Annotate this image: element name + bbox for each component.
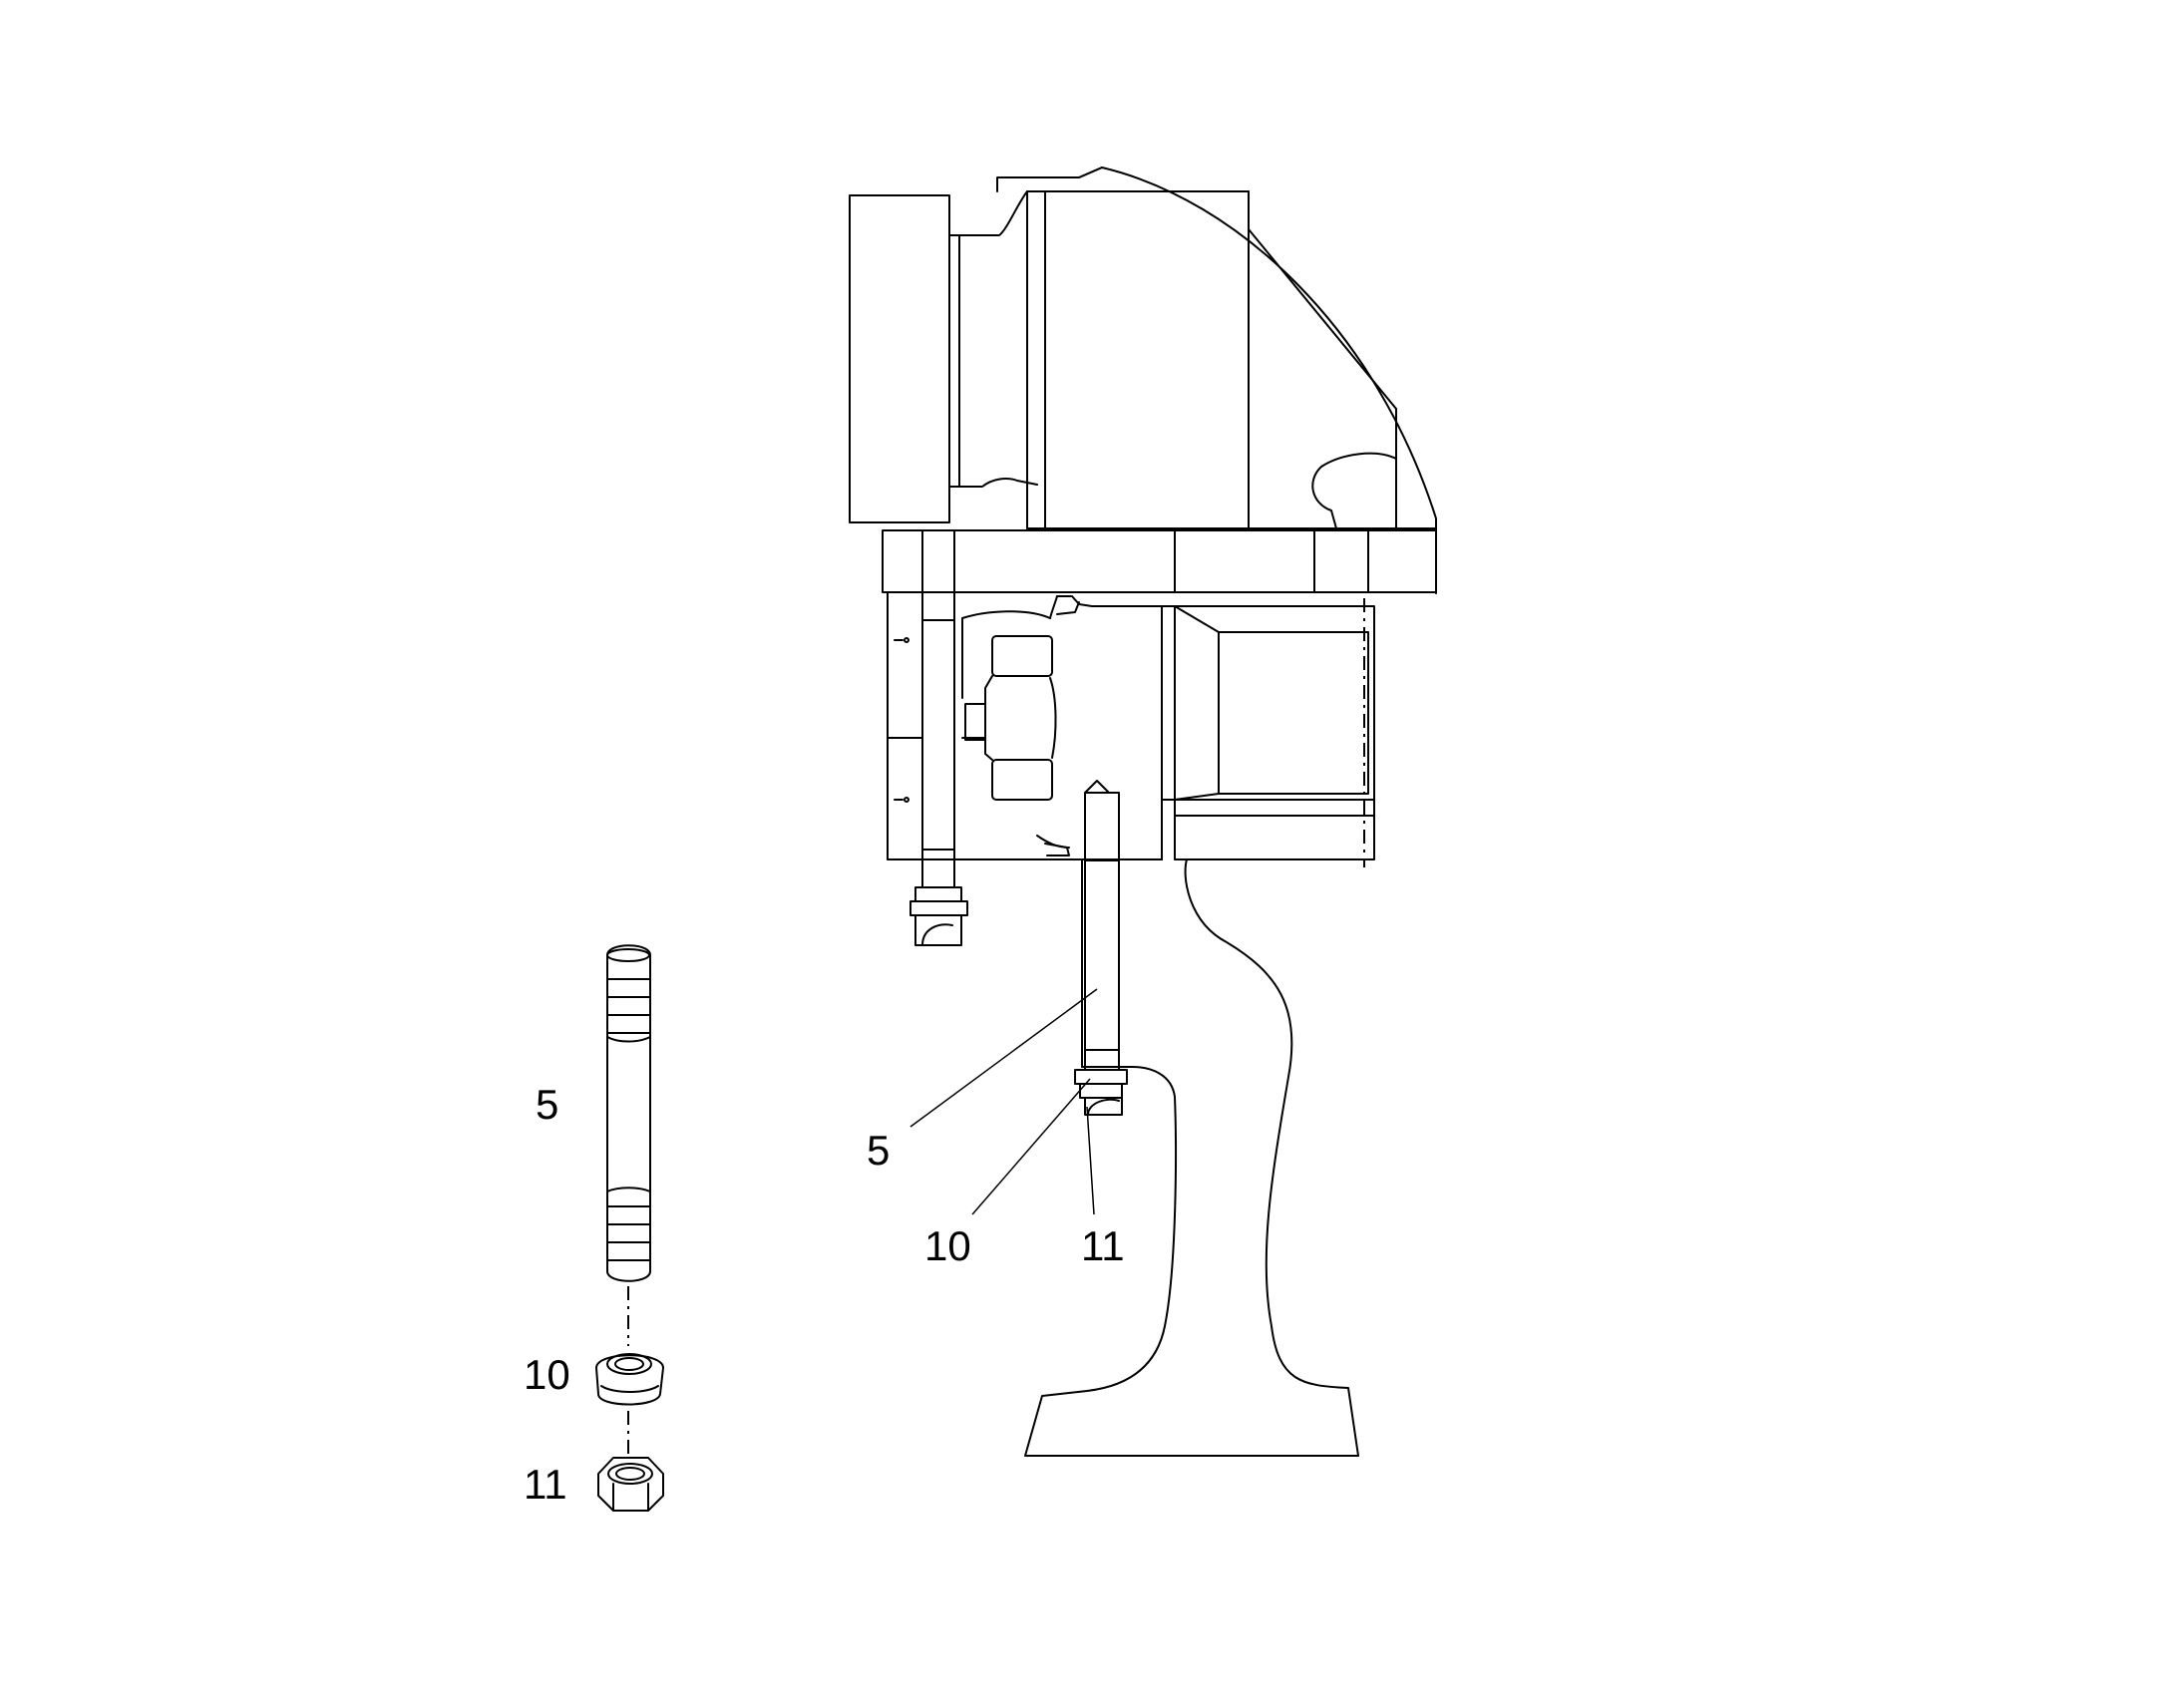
assembly-stud-group xyxy=(1074,780,1128,1116)
leader-11 xyxy=(1086,1106,1095,1215)
callout-assembly-nut: 11 xyxy=(1081,1222,1125,1269)
support-pedestal xyxy=(1024,858,1359,1457)
lower-casing xyxy=(887,591,1178,860)
leader-lines xyxy=(909,988,1098,1215)
exploded-washer xyxy=(595,1353,664,1456)
callout-exploded-stud: 5 xyxy=(536,1081,558,1128)
flange-plate xyxy=(882,529,1437,593)
callout-assembly-stud: 5 xyxy=(867,1127,890,1174)
exploded-view: 5 10 11 xyxy=(524,944,664,1512)
callout-exploded-washer: 10 xyxy=(524,1351,570,1398)
exploded-stud xyxy=(606,944,651,1346)
exploded-nut xyxy=(597,1457,664,1512)
callout-exploded-nut: 11 xyxy=(524,1461,567,1508)
callout-assembly-washer: 10 xyxy=(924,1222,971,1269)
leader-5 xyxy=(909,988,1098,1128)
assembly-view: 5 10 11 xyxy=(849,167,1437,1457)
right-block xyxy=(1174,598,1375,867)
flange-bolt xyxy=(909,529,968,946)
upper-housing xyxy=(849,167,1437,594)
leader-10 xyxy=(971,1078,1091,1215)
